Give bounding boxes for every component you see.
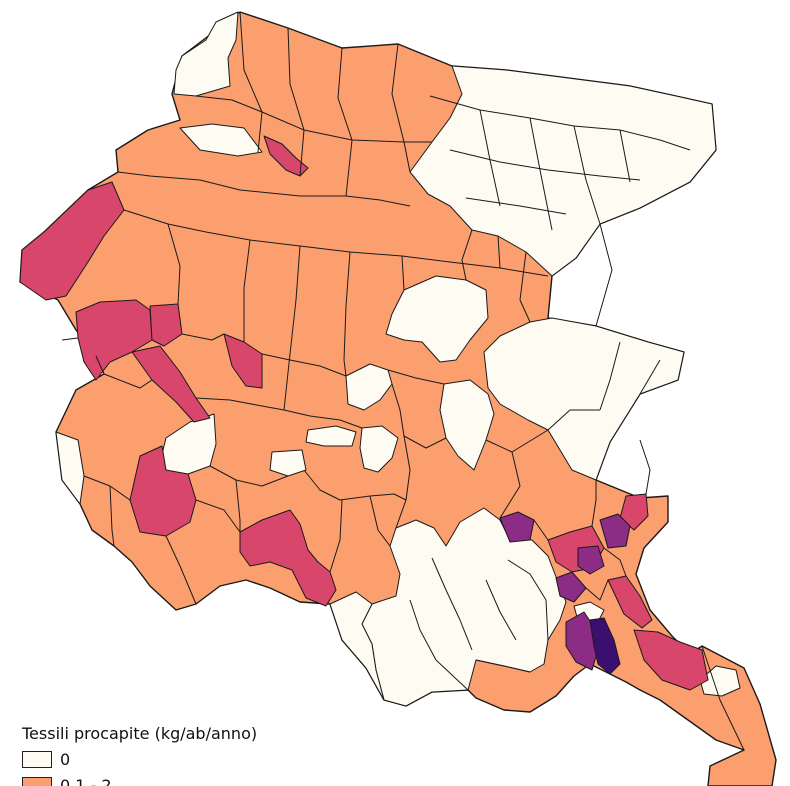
municipality-area-zero [329,591,385,701]
mid-class-layer [19,135,709,691]
municipality-area-high [499,511,535,543]
legend-swatch [22,750,52,768]
legend-swatch [22,776,52,786]
municipality-area-zero [359,425,399,473]
municipality-area-mid [131,345,211,423]
zero-class-layer [55,11,741,707]
municipality-area-zero [699,665,741,697]
municipality-area-zero [173,11,239,97]
municipality-area-zero [305,425,357,447]
max-class-layer [589,617,621,675]
legend-title: Tessili procapite (kg/ab/anno) [22,724,258,743]
municipality-area-mid [149,303,183,347]
high-class-layer [499,511,631,671]
municipality-area-zero [409,65,717,277]
legend-item: 0.1 - 2 [22,774,257,786]
municipality-area-zero [439,379,495,471]
municipality-area-max [589,617,621,675]
municipality-area-zero [55,431,85,505]
municipality-area-mid [263,135,309,177]
legend-label: 0 [60,749,71,769]
municipality-area-zero [269,449,307,477]
municipality-area-high [565,611,599,671]
municipality-area-mid [633,629,709,691]
municipality-area-high [555,571,587,603]
municipality-area-zero [483,317,685,481]
legend-item: 0 [22,748,257,770]
municipality-area-mid [619,493,649,531]
municipality-area-mid [239,509,337,607]
municipality-area-zero [179,123,263,157]
legend-label: 0.1 - 2 [60,775,112,786]
municipality-area-high [577,545,605,575]
municipality-area-zero [345,363,393,411]
map-legend: Tessili procapite (kg/ab/anno) 0 0.1 - 2 [22,724,257,786]
municipality-area-high [599,513,631,549]
municipality-area-zero [361,507,567,707]
municipality-area-mid [129,445,197,537]
inner-boundaries [61,11,745,751]
